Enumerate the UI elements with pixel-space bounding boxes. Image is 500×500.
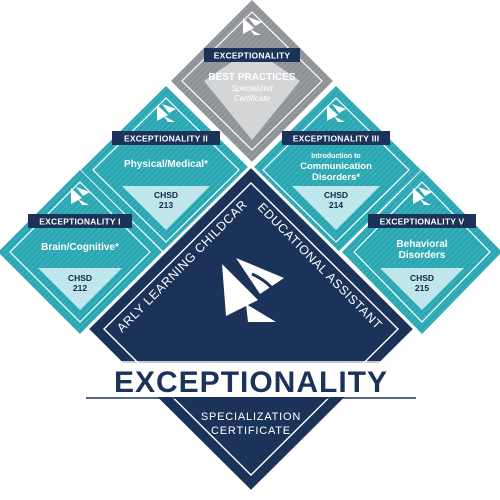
badge-header-band xyxy=(368,214,476,228)
badge-title: Physical/Medical* xyxy=(124,159,208,170)
badge-exceptionality-i: EXCEPTIONALITY I Brain/Cognitive* CHSD 2… xyxy=(0,170,162,334)
badge-course-code: CHSD xyxy=(68,273,92,283)
main-outer-diamond xyxy=(84,163,418,495)
badge-outer-diamond xyxy=(342,170,500,334)
badge-title: Brain/Cognitive* xyxy=(41,242,119,253)
badge-header-band xyxy=(282,131,390,145)
badge-outer-diamond xyxy=(0,170,162,334)
main-subtitle-1: SPECIALIZATION xyxy=(201,411,301,423)
badge-title-line-2: Communication xyxy=(300,161,372,172)
badge-code-panel xyxy=(38,268,122,310)
badge-course-code: CHSD xyxy=(410,273,434,283)
badge-course-number: 214 xyxy=(329,200,343,210)
badge-title-line-3: Disorders* xyxy=(312,172,360,183)
logo-icon xyxy=(327,104,346,122)
badge-title-line-1: Introduction to xyxy=(311,153,360,160)
college-logo-icon xyxy=(222,258,284,322)
badge-code-panel xyxy=(292,186,380,230)
logo-icon xyxy=(157,104,176,122)
badge-title-line-2: Disorders xyxy=(399,250,446,261)
badge-exceptionality-v: EXCEPTIONALITY V Behavioral Disorders CH… xyxy=(342,170,500,334)
badge-header-text: EXCEPTIONALITY I xyxy=(39,217,120,227)
badge-subtitle-1: Specialized xyxy=(232,84,273,93)
main-title: EXCEPTIONALITY xyxy=(114,366,388,399)
badge-inner-border xyxy=(92,97,240,243)
badge-course-code: CHSD xyxy=(324,190,348,200)
badge-inner-border xyxy=(9,181,151,323)
badge-course-number: 212 xyxy=(73,283,87,293)
badge-header-band xyxy=(204,48,300,62)
badge-best-practices: EXCEPTIONALITY BEST PRACTICES Specialize… xyxy=(171,0,333,162)
badge-course-code: CHSD xyxy=(154,190,178,200)
badge-course-number: 215 xyxy=(415,283,429,293)
badge-course-number: 213 xyxy=(159,200,173,210)
badge-code-panel xyxy=(380,268,464,310)
badge-header-text: EXCEPTIONALITY II xyxy=(124,134,208,144)
badge-header-band xyxy=(112,131,220,145)
main-subtitle-2: CERTIFICATE xyxy=(211,425,291,437)
badge-header-text: EXCEPTIONALITY V xyxy=(380,217,465,227)
badge-header-text: EXCEPTIONALITY xyxy=(214,51,291,61)
badge-title-line-1: Behavioral xyxy=(396,239,447,250)
main-title-band xyxy=(86,363,416,397)
logo-icon xyxy=(71,187,90,205)
badge-title: BEST PRACTICES xyxy=(208,72,296,83)
badge-inner-border xyxy=(262,97,410,243)
badge-code-panel xyxy=(122,186,210,230)
badge-inner-panel xyxy=(204,48,300,140)
badge-header-text: EXCEPTIONALITY III xyxy=(293,134,380,144)
badge-subtitle-2: Certificate xyxy=(234,94,271,103)
logo-icon xyxy=(243,17,262,35)
badge-inner-border xyxy=(353,181,491,323)
logo-icon xyxy=(413,187,432,205)
badge-header-band xyxy=(28,214,132,228)
main-inner-border xyxy=(103,182,399,476)
